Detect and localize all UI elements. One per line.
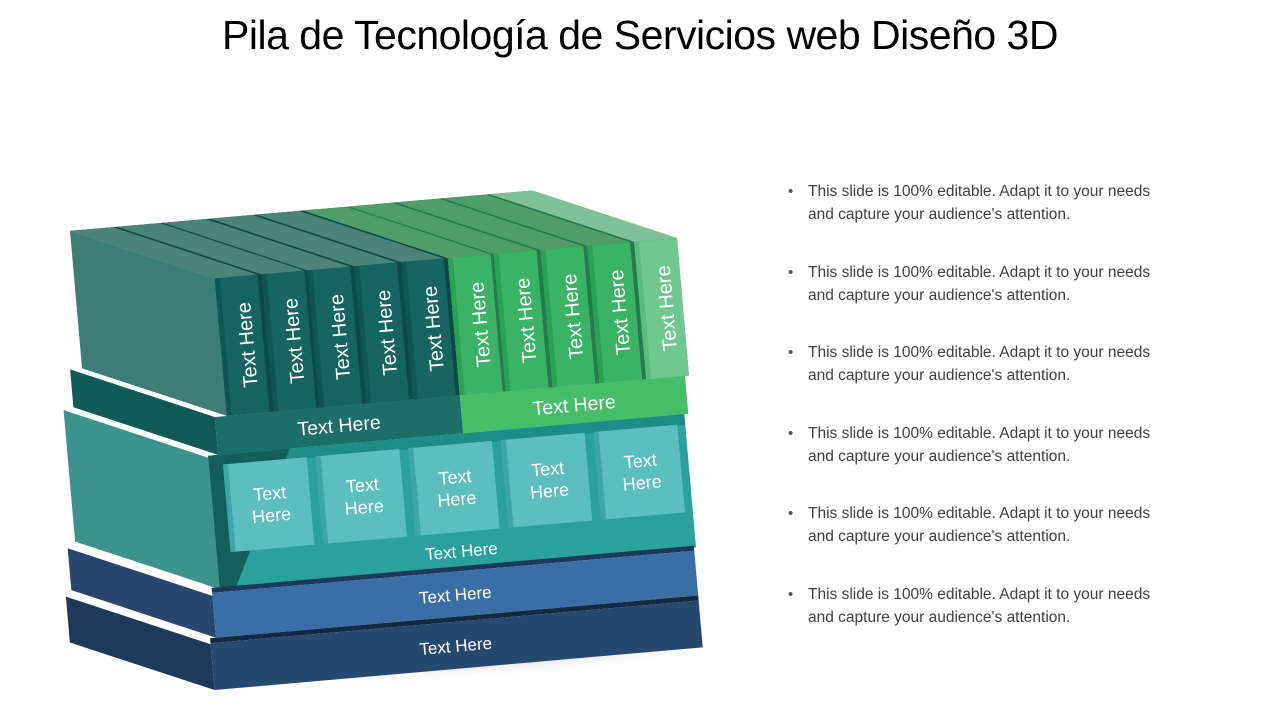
band-dark-front	[214, 395, 464, 455]
teal-layer-side-face	[63, 410, 220, 590]
box-edge	[408, 447, 421, 536]
bullet-dot: •	[788, 505, 794, 522]
column-edge	[493, 253, 511, 392]
box-edge	[315, 455, 329, 545]
box-front	[315, 449, 407, 545]
column-edge	[634, 241, 652, 380]
seam	[211, 545, 695, 593]
band-layer-side-face	[70, 369, 219, 455]
box-label-line2: Here	[437, 488, 478, 511]
column-top	[395, 198, 584, 250]
bullet-dot: •	[788, 183, 794, 200]
slide-title: Pila de Tecnología de Servicios web Dise…	[222, 12, 1058, 58]
box-front	[408, 440, 500, 536]
box-edge	[500, 439, 514, 528]
bullet-dot: •	[788, 344, 794, 361]
bullet-dot: •	[788, 585, 794, 603]
box-edge	[593, 431, 607, 520]
column-edge	[401, 261, 419, 400]
box-label-line1: Text	[252, 482, 287, 505]
navy-layer-side-face	[65, 596, 215, 691]
box-front	[500, 432, 593, 528]
column-edge	[447, 257, 465, 396]
seam	[210, 595, 699, 644]
band-green-front	[459, 375, 689, 434]
box-label-line2: Here	[529, 479, 570, 502]
column-top	[442, 194, 631, 246]
bullet-item: • This slide is 100% editable. Adapt it …	[788, 261, 1192, 307]
box-label-line2: Here	[622, 471, 663, 494]
bullet-text: This slide is 100% editable. Adapt it to…	[808, 344, 1151, 384]
column-top	[70, 227, 258, 279]
box-label-line2: Here	[344, 496, 385, 519]
bullet-item: • This slide is 100% editable. Adapt it …	[788, 180, 1192, 226]
column-top	[256, 210, 444, 263]
box-label-line1: Text	[530, 458, 565, 481]
bullet-item: • This slide is 100% editable. Adapt it …	[788, 583, 1192, 629]
bullet-dot: •	[788, 263, 794, 281]
blue-layer-front	[212, 550, 699, 638]
bullet-text: This slide is 100% editable. Adapt it to…	[808, 183, 1151, 223]
bullet-text: This slide is 100% editable. Adapt it to…	[808, 505, 1151, 545]
column-top	[209, 214, 398, 267]
column-top	[162, 219, 351, 271]
column-top	[489, 190, 677, 242]
box-front	[593, 424, 685, 520]
column-edge	[587, 245, 605, 384]
bullet-text: This slide is 100% editable. Adapt it to…	[808, 585, 1151, 626]
bullet-list: • This slide is 100% editable. Adapt it …	[788, 180, 1192, 663]
column-top	[116, 223, 305, 275]
column-edge	[307, 269, 325, 408]
blue-layer-side-face	[67, 548, 217, 638]
teal-layer-top-shade	[208, 414, 686, 467]
column-edge	[540, 249, 558, 388]
bullet-text: This slide is 100% editable. Adapt it to…	[808, 263, 1151, 304]
box-label-line1: Text	[345, 474, 380, 497]
box-front	[222, 457, 315, 553]
bullet-dot: •	[788, 424, 794, 442]
column-top	[303, 206, 491, 259]
tech-stack-3d-diagram: Text Here Text Here Text Here Text Here …	[63, 190, 703, 691]
box-label-line1: Text	[438, 466, 473, 489]
bullet-item: • This slide is 100% editable. Adapt it …	[788, 422, 1192, 468]
bullet-item: • This slide is 100% editable. Adapt it …	[788, 502, 1192, 548]
column-edge	[261, 273, 279, 412]
column-top	[348, 202, 537, 255]
bullet-text: This slide is 100% editable. Adapt it to…	[808, 424, 1151, 465]
column-edge	[214, 278, 232, 416]
column-1-side-face	[70, 230, 227, 416]
box-label-line2: Here	[251, 504, 292, 527]
navy-layer-front	[210, 600, 703, 691]
box-label-line1: Text	[623, 450, 658, 473]
box-edge	[222, 464, 236, 553]
bullet-item: • This slide is 100% editable. Adapt it …	[788, 341, 1192, 387]
column-edge	[354, 265, 372, 404]
